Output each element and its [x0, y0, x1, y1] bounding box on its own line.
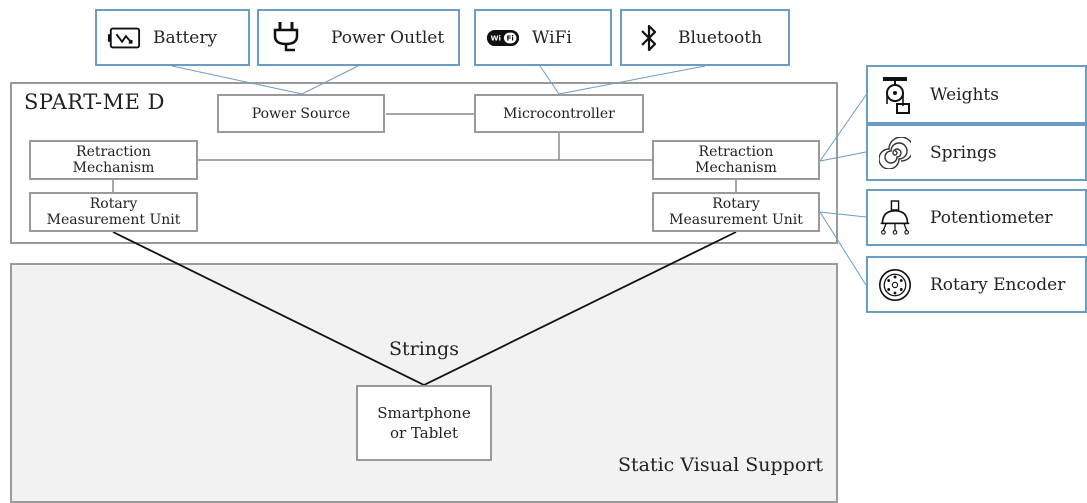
potentiometer-link	[819, 211, 867, 218]
static-visual-support-label: Static Visual Support	[617, 454, 823, 476]
rotary-encoder-label: Rotary Encoder	[930, 274, 1066, 295]
rotary-encoder-icon	[878, 268, 912, 302]
bluetooth-link	[558, 65, 706, 95]
smartphone-tablet-box: Smartphone or Tablet	[356, 385, 492, 461]
weights-link	[819, 94, 867, 162]
potentiometer-label: Potentiometer	[930, 207, 1053, 228]
spring-icon	[878, 136, 912, 170]
power-outlet-option: Power Outlet	[257, 9, 460, 66]
wifi-icon: Wi Fi	[486, 21, 520, 55]
outlet-link	[301, 65, 359, 95]
svg-text:Fi: Fi	[506, 33, 513, 42]
right-retraction-mechanism-box: Retraction Mechanism	[652, 140, 820, 180]
weight-pulley-icon	[878, 76, 912, 114]
potentiometer-option: Potentiometer	[866, 189, 1087, 246]
weights-label: Weights	[930, 84, 999, 105]
springs-link	[819, 151, 867, 162]
springs-label: Springs	[930, 142, 997, 163]
bluetooth-option: Bluetooth	[620, 9, 790, 66]
system-title: SPART-ME D	[24, 90, 165, 114]
spart-me-d-frame	[10, 82, 838, 244]
right-string	[423, 231, 737, 386]
bluetooth-icon	[632, 21, 666, 55]
battery-icon	[107, 21, 141, 55]
power-source-box: Power Source	[217, 94, 385, 133]
potentiometer-icon	[878, 199, 912, 235]
svg-text:Wi: Wi	[491, 33, 501, 42]
springs-option: Springs	[866, 124, 1087, 181]
bluetooth-label: Bluetooth	[678, 27, 763, 48]
encoder-link	[819, 211, 867, 286]
wifi-label: WiFi	[532, 27, 572, 48]
battery-option: Battery	[95, 9, 250, 66]
power-outlet-label: Power Outlet	[331, 27, 445, 48]
left-rotary-measurement-box: Rotary Measurement Unit	[29, 192, 198, 232]
rotary-encoder-option: Rotary Encoder	[866, 256, 1087, 313]
wifi-option: Wi Fi WiFi	[474, 9, 612, 66]
connector-lines	[112, 65, 867, 386]
weights-option: Weights	[866, 65, 1087, 124]
left-retraction-mechanism-box: Retraction Mechanism	[29, 140, 198, 180]
wifi-link	[539, 65, 560, 95]
static-visual-support-frame	[10, 263, 838, 503]
right-rotary-measurement-box: Rotary Measurement Unit	[652, 192, 820, 232]
battery-link	[171, 65, 303, 95]
power-plug-icon	[269, 21, 303, 55]
microcontroller-box: Microcontroller	[474, 94, 644, 133]
battery-label: Battery	[153, 27, 218, 48]
left-string	[112, 231, 425, 386]
strings-label: Strings	[389, 338, 459, 360]
